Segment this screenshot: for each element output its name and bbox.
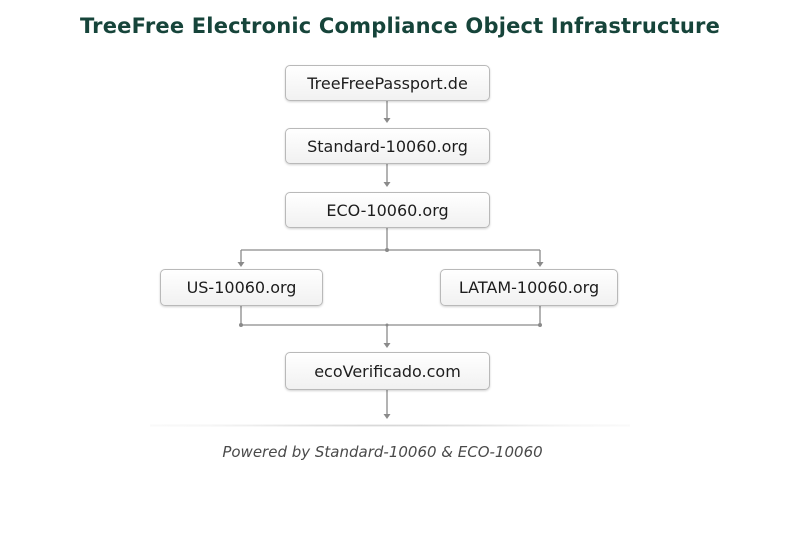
node-treefreepassport: TreeFreePassport.de [285,65,490,101]
node-ecoverificado: ecoVerificado.com [285,352,490,390]
node-latam-10060: LATAM-10060.org [440,269,618,306]
node-standard-10060: Standard-10060.org [285,128,490,164]
node-label: US-10060.org [186,278,297,297]
diagram-title: TreeFree Electronic Compliance Object In… [79,14,721,38]
node-label: Standard-10060.org [307,136,468,156]
divider-line [150,424,630,427]
footer-caption: Powered by Standard-10060 & ECO-10060 [222,443,543,461]
node-label: LATAM-10060.org [458,278,600,297]
node-label: TreeFreePassport.de [307,73,468,93]
node-us-10060: US-10060.org [160,269,323,306]
node-label: ecoVerificado.com [314,361,461,381]
node-eco-10060: ECO-10060.org [285,192,490,228]
node-label: ECO-10060.org [326,200,449,220]
